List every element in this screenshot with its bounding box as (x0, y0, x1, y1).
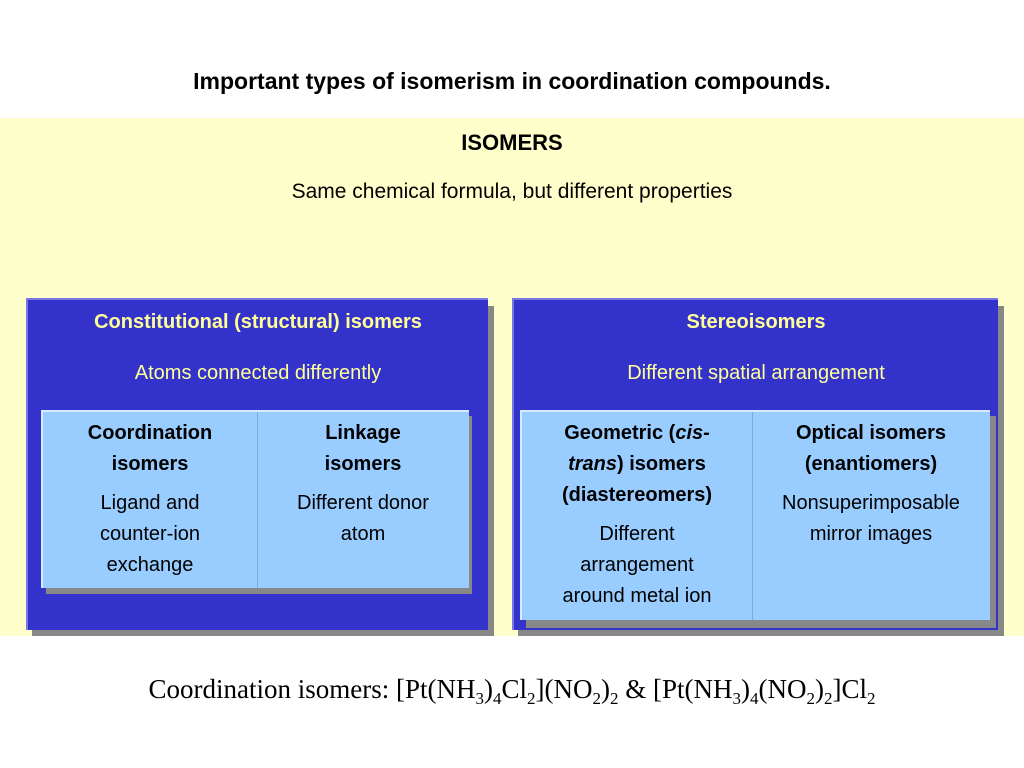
stereo-divider (752, 412, 753, 620)
slide-title: Important types of isomerism in coordina… (193, 68, 831, 94)
coordination-isomers-description: Ligand and counter-ion exchange (43, 488, 257, 581)
optical-isomers-cell: Optical isomers (enantiomers) Nonsuperim… (752, 412, 990, 550)
geometric-isomers-heading: Geometric (cis- trans) isomers (diastere… (522, 418, 752, 511)
coordination-body-line1: Ligand and (100, 492, 200, 514)
stereo-title: Stereoisomers (686, 311, 826, 333)
isomers-definition: Same chemical formula, but different pro… (291, 180, 733, 203)
coordination-body-line3: exchange (106, 554, 194, 576)
geometric-heading-line1: Geometric (cis- (564, 422, 710, 444)
linkage-isomers-cell: Linkage isomers Different donor atom (257, 412, 469, 550)
geometric-isomers-description: Different arrangement around metal ion (522, 519, 752, 612)
isomers-heading: ISOMERS (461, 130, 563, 155)
coordination-heading-line1: Coordination (87, 422, 213, 444)
constitutional-subtitle: Atoms connected differently (134, 362, 382, 384)
coordination-heading-line2: isomers (111, 453, 189, 475)
constitutional-divider (257, 412, 258, 588)
linkage-body-line1: Different donor (297, 492, 429, 514)
stereo-subtitle: Different spatial arrangement (627, 362, 885, 384)
geometric-body-line2: arrangement (580, 554, 694, 576)
optical-heading-line2: (enantiomers) (804, 453, 938, 475)
optical-body-line1: Nonsuperimposable (782, 492, 960, 514)
constitutional-title: Constitutional (structural) isomers (94, 311, 422, 333)
optical-isomers-heading: Optical isomers (enantiomers) (752, 418, 990, 480)
geometric-heading-line3: (diastereomers) (561, 484, 713, 506)
coordination-isomers-cell: Coordination isomers Ligand and counter-… (43, 412, 257, 581)
linkage-heading-line1: Linkage (325, 422, 401, 444)
geometric-isomers-cell: Geometric (cis- trans) isomers (diastere… (522, 412, 752, 612)
coordination-isomers-example: Coordination isomers: [Pt(NH3)4Cl2](NO2)… (148, 674, 876, 708)
linkage-isomers-heading: Linkage isomers (257, 418, 469, 480)
stereo-inner-box: Geometric (cis- trans) isomers (diastere… (520, 410, 990, 620)
constitutional-inner-box: Coordination isomers Ligand and counter-… (41, 410, 469, 588)
optical-isomers-description: Nonsuperimposable mirror images (752, 488, 990, 550)
coordination-body-line2: counter-ion (99, 523, 201, 545)
optical-body-line2: mirror images (809, 523, 933, 545)
linkage-body-line2: atom (340, 523, 386, 545)
geometric-body-line1: Different (599, 523, 675, 545)
linkage-heading-line2: isomers (324, 453, 402, 475)
geometric-heading-line2: trans) isomers (568, 453, 706, 475)
linkage-isomers-description: Different donor atom (257, 488, 469, 550)
optical-heading-line1: Optical isomers (795, 422, 947, 444)
coordination-isomers-heading: Coordination isomers (43, 418, 257, 480)
geometric-body-line3: around metal ion (562, 585, 712, 607)
